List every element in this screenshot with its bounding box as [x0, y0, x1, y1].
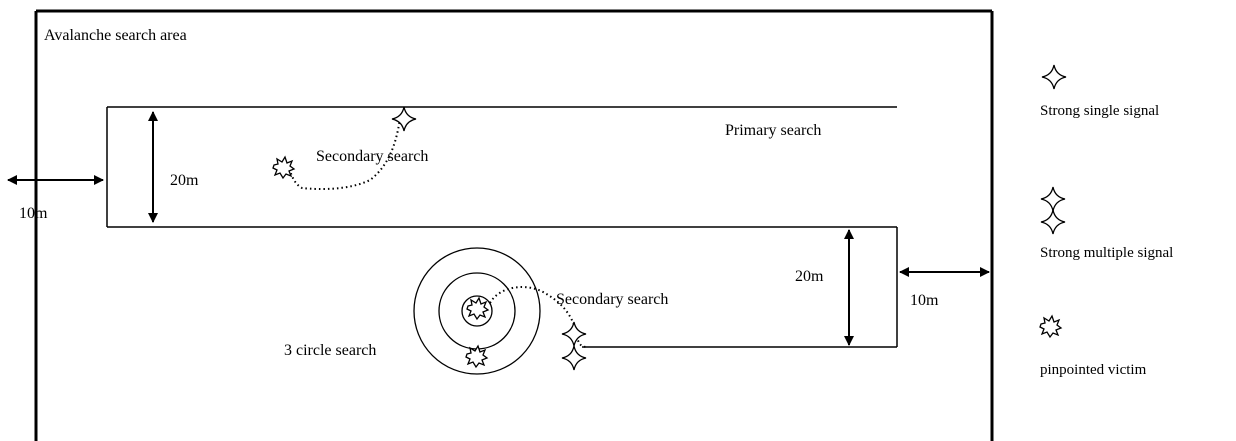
search-area-frame: [34, 9, 994, 441]
legend-multiple-signal-icon: [1040, 186, 1066, 235]
single-signal-star-icon: [391, 106, 417, 132]
legend: Strong single signal Strong multiple sig…: [1039, 64, 1173, 378]
victim-blob-icon-top: [272, 156, 295, 179]
legend-single-signal-icon: [1041, 64, 1067, 90]
dimension-20m-top-label: 20m: [170, 172, 199, 189]
primary-search-path: [106, 106, 898, 348]
secondary-search-label-bottom: Secondary search: [556, 291, 668, 308]
dimension-10m-right-label: 10m: [910, 292, 939, 309]
area-label: Avalanche search area: [44, 27, 187, 44]
legend-single-signal-label: Strong single signal: [1040, 103, 1159, 119]
multiple-signal-star-icon: [561, 321, 587, 371]
victim-blob-icon-circle: [465, 345, 488, 368]
dimension-10m-left-label: 10m: [19, 205, 48, 222]
secondary-search-path-bottom: [489, 286, 589, 348]
dimension-20m-bottom-label: 20m: [795, 268, 824, 285]
primary-search-label: Primary search: [725, 122, 821, 139]
victim-blob-icon-center: [466, 297, 489, 320]
three-circle-search-label: 3 circle search: [284, 342, 376, 359]
legend-victim-icon: [1039, 315, 1062, 338]
legend-multiple-signal-label: Strong multiple signal: [1040, 245, 1173, 261]
secondary-search-label-top: Secondary search: [316, 148, 428, 165]
secondary-search-path-top: [289, 117, 401, 191]
legend-victim-label: pinpointed victim: [1040, 362, 1147, 378]
